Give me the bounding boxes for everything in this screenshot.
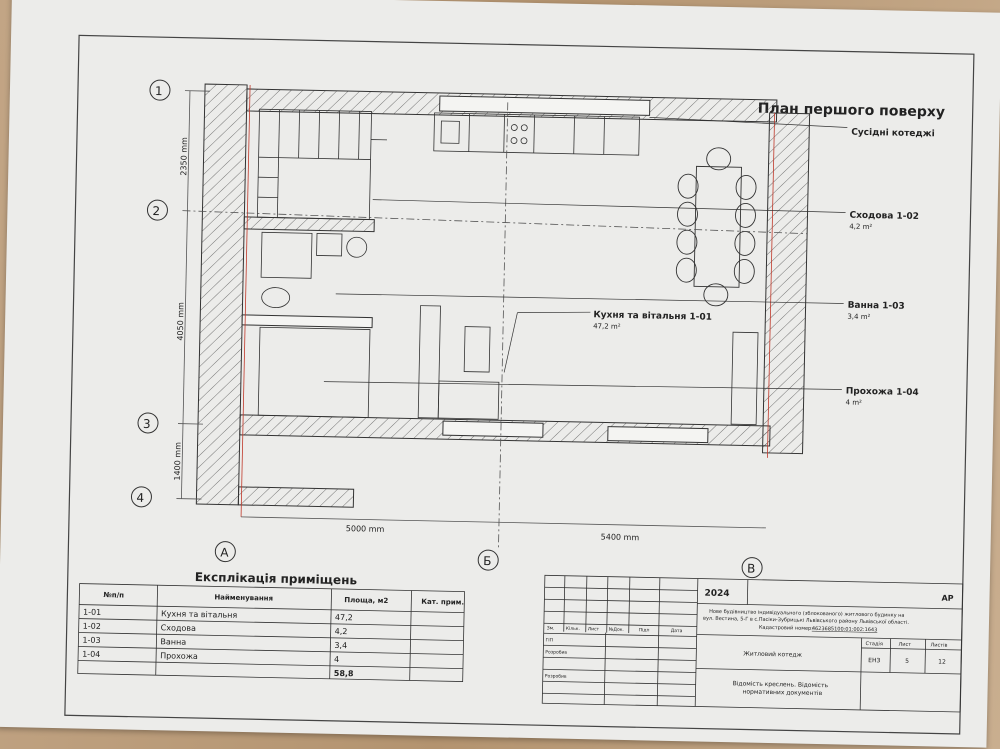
walls bbox=[195, 83, 811, 508]
svg-text:4: 4 bbox=[334, 655, 339, 664]
axis-v-label: В bbox=[747, 562, 756, 576]
sheet-title-line2: нормативних документів bbox=[742, 688, 822, 697]
svg-text:Кадастровий номер:: Кадастровий номер: bbox=[759, 624, 814, 632]
svg-text:Стадія: Стадія bbox=[865, 641, 882, 647]
stamp-code: АР bbox=[941, 594, 953, 603]
axis-1-marker bbox=[149, 79, 171, 101]
neighbors-label: Сусідні котеджі bbox=[851, 127, 935, 140]
axis-4-marker bbox=[130, 486, 152, 508]
svg-text:Площа, м2: Площа, м2 bbox=[344, 596, 388, 605]
stamp-building: Житловий котедж bbox=[743, 650, 802, 658]
svg-text:47,2: 47,2 bbox=[335, 613, 353, 622]
explication-table: Експлікація приміщень №п/п Найменування … bbox=[77, 570, 465, 682]
room-area-bath: 3,4 m² bbox=[847, 313, 870, 321]
cadastral-number: 4623685100:01:002:1643 bbox=[812, 626, 878, 633]
axis-a-label: А bbox=[220, 545, 229, 559]
axis-3-marker bbox=[137, 412, 159, 434]
dim-5400: 5400 mm bbox=[601, 532, 640, 542]
dining-table bbox=[675, 147, 757, 307]
svg-text:Прохожа: Прохожа bbox=[160, 651, 198, 661]
dim-1400: 1400 mm bbox=[173, 442, 183, 481]
explication-total: 58,8 bbox=[334, 669, 354, 678]
svg-text:3,4: 3,4 bbox=[334, 641, 347, 650]
room-label-kitchen: Кухня та вітальня 1-01 bbox=[593, 309, 712, 322]
svg-text:Лист: Лист bbox=[898, 642, 911, 648]
room-area-kitchen: 47,2 m² bbox=[593, 322, 621, 331]
dim-5000: 5000 mm bbox=[346, 524, 385, 534]
svg-text:Зм.: Зм. bbox=[547, 625, 555, 631]
grid-axes bbox=[176, 84, 808, 548]
svg-text:Розробив: Розробив bbox=[545, 649, 567, 655]
axis-b-label: Б bbox=[483, 554, 492, 568]
axis-markers bbox=[130, 79, 763, 579]
room-area-stairs: 4,2 m² bbox=[849, 223, 872, 231]
stage-value: ЕНЗ bbox=[868, 657, 880, 664]
svg-text:Листів: Листів bbox=[930, 642, 947, 648]
room-area-hall: 4 m² bbox=[846, 399, 863, 407]
staircase bbox=[256, 108, 387, 220]
svg-text:Кухня та вітальня: Кухня та вітальня bbox=[161, 609, 238, 620]
stamp-project-line1: Нове будівництво індивідуального (зблоко… bbox=[709, 609, 904, 619]
svg-text:Кат. прим.: Кат. прим. bbox=[421, 598, 464, 607]
room-label-hall: Прохожа 1-04 bbox=[846, 387, 919, 399]
svg-text:Сходова: Сходова bbox=[161, 623, 197, 633]
sheet-frame bbox=[64, 34, 975, 735]
sheet-title-line1: Відомість креслень. Відомість bbox=[733, 680, 829, 689]
svg-text:1-04: 1-04 bbox=[82, 650, 100, 659]
room-label-stairs: Сходова 1-02 bbox=[849, 211, 919, 222]
axis-4-label: 4 bbox=[136, 491, 144, 505]
svg-text:1-02: 1-02 bbox=[83, 622, 101, 631]
axis-b-marker bbox=[477, 549, 499, 571]
axis-v-marker bbox=[741, 557, 763, 579]
svg-text:1-01: 1-01 bbox=[83, 608, 101, 617]
axis-3-label: 3 bbox=[143, 417, 151, 431]
svg-text:Лист: Лист bbox=[588, 626, 600, 632]
dim-2350: 2350 mm bbox=[179, 137, 189, 176]
axis-1-label: 1 bbox=[155, 84, 163, 98]
svg-text:Розробив: Розробив bbox=[545, 673, 567, 679]
svg-text:№Док.: №Док. bbox=[609, 627, 624, 633]
fixtures bbox=[257, 231, 759, 426]
kitchen-counter bbox=[433, 112, 640, 156]
axis-2-marker bbox=[146, 199, 168, 221]
sheet-value: 5 bbox=[905, 658, 909, 665]
svg-text:1-03: 1-03 bbox=[82, 636, 100, 645]
svg-text:ГІП: ГІП bbox=[545, 637, 553, 643]
svg-text:Кільк.: Кільк. bbox=[566, 626, 580, 632]
sheets-total-value: 12 bbox=[938, 659, 946, 666]
dim-4050: 4050 mm bbox=[176, 302, 186, 341]
svg-text:Найменування: Найменування bbox=[214, 593, 273, 602]
leader-lines bbox=[323, 117, 848, 390]
svg-text:Підп: Підп bbox=[639, 627, 650, 633]
svg-text:Дата: Дата bbox=[671, 628, 683, 634]
stamp-project-line2: вул. Вестина, 5-Г в с.Пасіки-Зубрицькі Л… bbox=[703, 615, 909, 626]
axis-a-marker bbox=[214, 541, 236, 563]
stamp-year: 2024 bbox=[704, 589, 729, 600]
title-block: 2024 АР Нове будівництво індивідуального… bbox=[541, 574, 964, 713]
axis-2-label: 2 bbox=[152, 204, 160, 218]
svg-text:№п/п: №п/п bbox=[103, 591, 124, 599]
explication-title: Експлікація приміщень bbox=[195, 570, 358, 587]
svg-text:Ванна: Ванна bbox=[160, 637, 186, 647]
room-label-bath: Ванна 1-03 bbox=[848, 301, 905, 312]
svg-text:4,2: 4,2 bbox=[335, 627, 348, 636]
